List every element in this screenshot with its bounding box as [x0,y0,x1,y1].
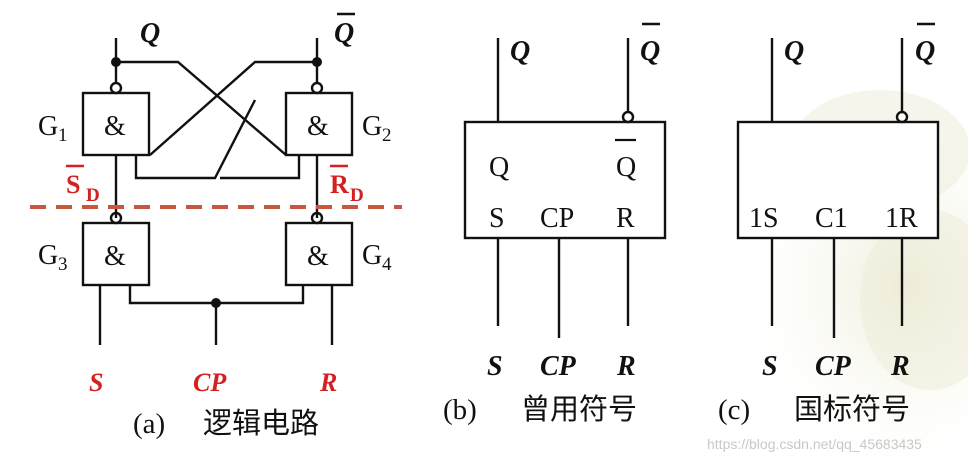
gate-label-g1: G [38,111,58,142]
gate-subscript-g1: 1 [58,125,68,146]
inversion-bubble [109,81,123,95]
caption-c-text: 国标符号 [794,393,910,426]
gate-g2 [284,91,354,157]
wire-feedback-left [134,99,257,180]
logic-circuit: Q Q G 1 G 2 G 3 G 4 & & & & S D R D S CP… [30,12,402,440]
common-symbol: Q Q Q Q S CP R S CP R (b) 曾用符号 [443,22,667,426]
and-symbol: & [104,111,126,142]
gate-label-g3: G [38,240,58,271]
gate-subscript-g3: 3 [58,254,68,275]
input-r-label: R [616,351,636,382]
gate-label-g2: G [362,111,382,142]
inversion-bubble [895,110,909,124]
output-q-label: Q [140,18,160,49]
inner-qbar-label: Q [616,152,636,183]
inversion-bubble [310,81,324,95]
inversion-bubble [621,110,635,124]
input-s-label: S [89,368,103,397]
caption-a-text: 逻辑电路 [203,407,319,440]
input-cp-label: CP [815,351,852,382]
inner-1s-label: 1S [749,203,779,234]
caption-b-text: 曾用符号 [521,393,637,426]
sd-subscript: D [86,185,100,206]
watermark-url: https://blog.csdn.net/qq_45683435 [707,436,922,452]
input-s-label: S [762,351,778,382]
inner-r-label: R [616,203,635,234]
inner-s-label: S [489,203,505,234]
output-q-label: Q [784,36,804,67]
inner-cp-label: CP [540,203,574,234]
national-symbol: Q Q 1S C1 1R S CP R (c) 国标符号 [718,22,940,426]
symbol-box-b [463,120,667,240]
and-symbol: & [104,241,126,272]
input-s-label: S [487,351,503,382]
gate-subscript-g4: 4 [382,254,392,275]
caption-a-letter: (a) [133,408,165,440]
rd-label: R [330,170,349,199]
output-qbar-label: Q [915,36,935,67]
inner-1r-label: 1R [885,203,918,234]
output-qbar-label: Q [640,36,660,67]
input-r-label: R [890,351,910,382]
rd-subscript: D [350,185,364,206]
input-r-label: R [319,368,337,397]
and-symbol: & [307,111,329,142]
gate-label-g4: G [362,240,382,271]
and-symbol: & [307,241,329,272]
gate-g3 [81,221,151,287]
input-cp-label: CP [193,368,227,397]
output-q-label: Q [510,36,530,67]
inner-c1-label: C1 [815,203,848,234]
inner-q-label: Q [489,152,509,183]
sd-label: S [66,170,80,199]
wire-cross-qbar [149,60,317,156]
input-cp-label: CP [540,351,577,382]
caption-c-letter: (c) [718,394,750,426]
wire-feedback-right [220,155,301,180]
wire-cross-q [116,60,287,156]
output-qbar-label: Q [334,18,354,49]
symbol-box-c [736,120,940,240]
background-blob [860,210,968,390]
caption-b-letter: (b) [443,394,477,426]
gate-subscript-g2: 2 [382,125,392,146]
